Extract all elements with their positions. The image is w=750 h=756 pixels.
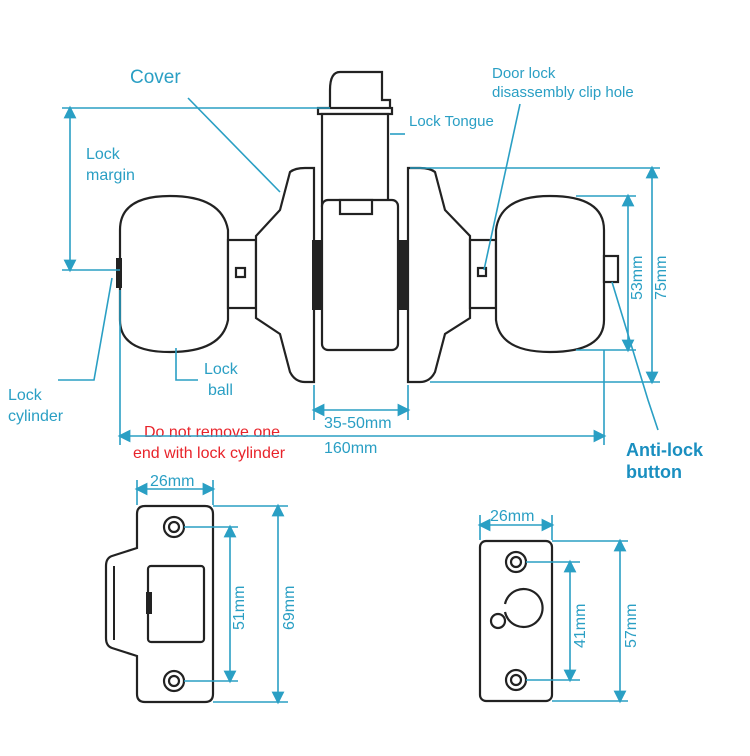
strike-opening [146,564,206,644]
left-shaft-hole [234,266,247,279]
right-lock-ball [494,194,606,354]
strike-tab [146,592,152,614]
latch-faceplate: 26mm 41mm 57mm [477,508,640,704]
lock-ball-label-1: Lock [204,361,239,378]
faceplate-top-screw-inner [509,555,523,569]
clip-hole [476,266,488,278]
rose-height-dim: 75mm [653,256,670,300]
anti-lock-label-2: button [626,462,682,482]
strike-plate: 26mm 51mm 69mm [104,473,298,705]
left-rose [254,166,316,384]
clip-hole-label-1: Door lock [492,65,556,82]
right-spacer [398,240,408,310]
anti-lock-label-1: Anti-lock [626,440,704,460]
faceplate-holes-dim: 41mm [572,604,589,648]
cover-leader [187,97,281,193]
right-rose [406,166,472,384]
clip-hole-label-2: disassembly clip hole [492,84,634,101]
strike-holes-dim: 51mm [231,586,248,630]
strike-height-dim: 69mm [281,586,298,630]
latch-body-notch [338,198,374,216]
lock-cylinder-leader [58,277,113,381]
clip-hole-leader [483,103,521,271]
lock-ball-leader [175,348,198,381]
right-shaft [468,238,498,310]
left-spacer [312,240,322,310]
strike-top-screw-inner [167,520,181,534]
faceplate-bottom-screw-inner [509,673,523,687]
lock-cylinder-label-1: Lock [8,387,43,404]
latch-body [320,198,400,352]
faceplate-height-dim: 57mm [623,604,640,648]
lock-cylinder-label-2: cylinder [8,408,64,425]
lock-cylinder-slot [116,258,122,288]
warning-label-2: end with lock cylinder [133,445,286,462]
assembly-dimensions: 35-50mm 160mm 53mm 75mm [117,165,670,457]
faceplate-width-dim: 26mm [490,508,534,525]
lock-ball-label-2: ball [208,382,233,399]
strike-bottom-screw-inner [167,674,181,688]
lock-margin-label-1: Lock [86,146,121,163]
left-lock-ball [118,194,230,354]
lock-margin-label-2: margin [86,167,135,184]
faceplate-latch-tab [489,612,507,630]
lock-tongue-label: Lock Tongue [409,113,494,130]
knob-height-dim: 53mm [629,256,646,300]
cover-label: Cover [130,67,181,88]
backset-dim: 35-50mm [324,415,392,432]
anti-lock-leader [611,281,659,431]
faceplate-latch-hole [503,587,544,629]
anti-lock-button [602,254,620,284]
total-length-dim: 160mm [324,440,377,457]
lock-tongue [320,112,390,208]
lock-assembly [116,70,620,384]
strike-width-dim: 26mm [150,473,194,490]
latch-cover [320,70,392,112]
warning-label-1: Do not remove one [144,424,280,441]
